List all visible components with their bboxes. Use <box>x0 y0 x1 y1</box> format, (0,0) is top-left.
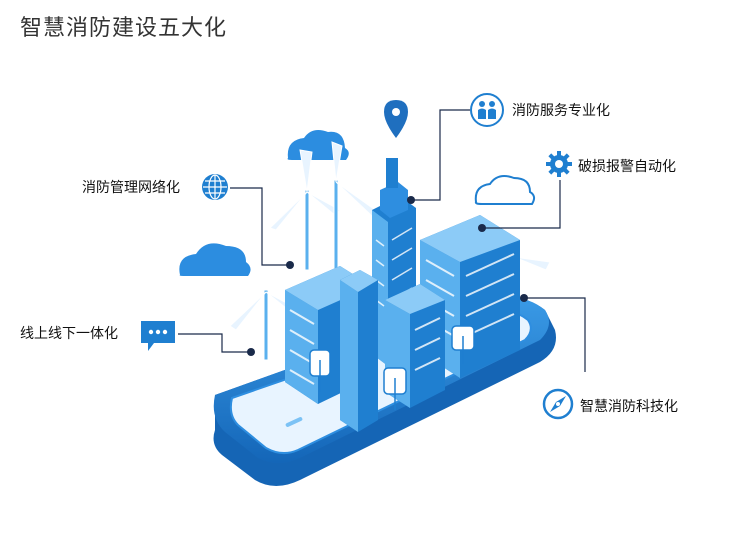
compass-icon <box>542 388 574 420</box>
page-title: 智慧消防建设五大化 <box>20 16 228 41</box>
people-icon <box>470 93 504 127</box>
label-tech-smart: 智慧消防科技化 <box>580 399 678 415</box>
cloud-right <box>474 175 536 205</box>
wind-turbine <box>331 141 379 271</box>
tree <box>309 325 475 410</box>
label-alarm-automation: 破损报警自动化 <box>578 159 676 175</box>
globe-icon <box>202 174 228 200</box>
label-service-professional: 消防服务专业化 <box>512 103 610 119</box>
cloud-left <box>179 243 251 276</box>
connector-dots <box>247 196 528 356</box>
wind-turbine <box>269 149 341 271</box>
location-pin-icon <box>384 100 408 138</box>
connector-lines <box>178 109 586 372</box>
label-management-network: 消防管理网络化 <box>82 180 180 196</box>
chat-icon <box>141 321 175 351</box>
building-tall-left <box>340 270 378 432</box>
label-online-offline: 线上线下一体化 <box>20 326 118 342</box>
gear-icon <box>546 151 572 177</box>
